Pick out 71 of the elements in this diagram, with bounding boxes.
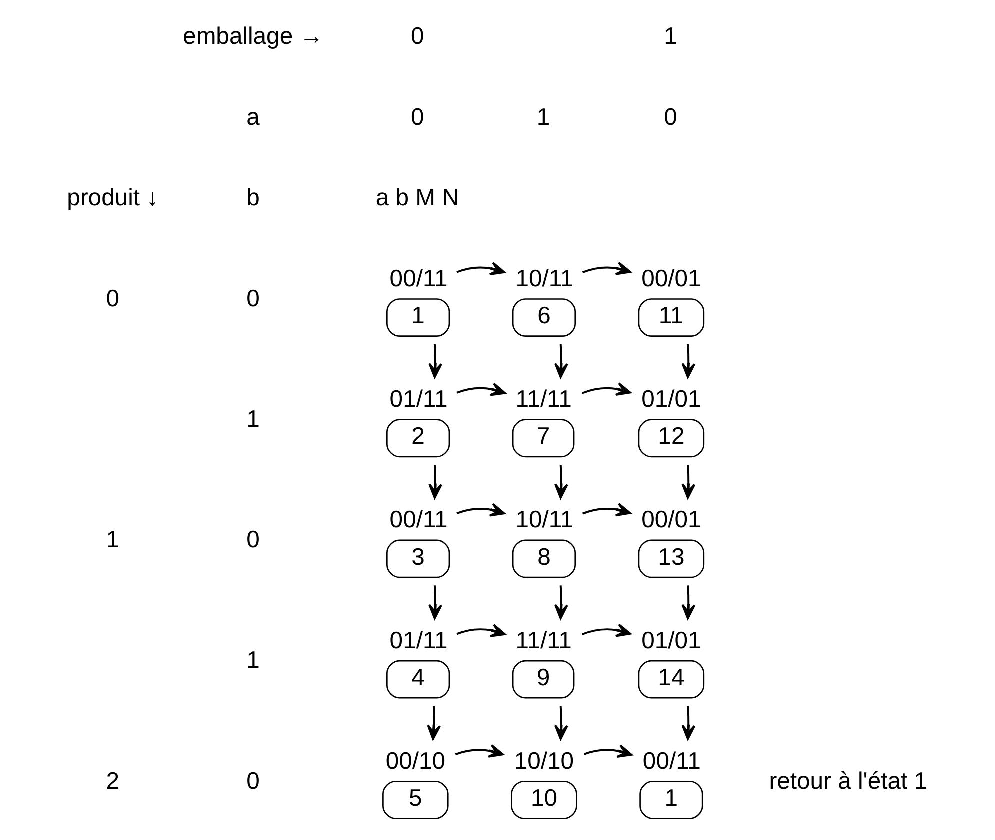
node-label: 10/11: [516, 265, 574, 292]
node-label: 00/11: [390, 265, 448, 292]
arrow: [427, 706, 442, 740]
arrow: [584, 744, 633, 758]
node-label: 00/10: [386, 747, 446, 774]
label: 0: [106, 284, 120, 312]
node-box: 5: [382, 780, 449, 819]
label: 0: [246, 767, 260, 794]
arrow: [456, 262, 506, 276]
label: produit ↓: [67, 184, 159, 212]
arrow: [456, 382, 506, 396]
label: a: [246, 103, 260, 130]
node-label: 11/11: [516, 386, 572, 413]
label: b: [246, 184, 260, 212]
label: 0: [246, 526, 260, 554]
arrow: [428, 585, 442, 620]
arrow: [554, 464, 568, 498]
arrow: [682, 344, 696, 378]
node-box: 7: [512, 418, 575, 458]
node-label: 01/01: [642, 386, 702, 413]
arrow: [582, 261, 632, 275]
arrow: [582, 623, 632, 637]
arrow: [682, 585, 696, 620]
arrow: [582, 502, 632, 516]
arrow: [682, 706, 696, 740]
label: 0: [246, 284, 260, 312]
node-label: 00/11: [642, 747, 701, 774]
node-box: 1: [386, 298, 450, 336]
node-box: 13: [638, 539, 705, 578]
node-label: 10/11: [516, 506, 574, 534]
arrow: [554, 585, 568, 620]
label: emballage →: [183, 22, 324, 50]
node-box: 2: [386, 418, 450, 458]
label: a b M N: [376, 184, 460, 212]
node-label: 00/01: [642, 265, 702, 292]
node-label: retour à l'état 1: [769, 767, 928, 794]
label: 1: [246, 646, 260, 674]
node-label: 01/01: [642, 626, 702, 654]
node-box: 9: [512, 660, 575, 698]
arrow: [456, 624, 506, 637]
arrow: [682, 464, 696, 498]
node-box: 4: [386, 660, 450, 698]
label: 2: [106, 767, 120, 794]
node-label: 01/11: [390, 386, 448, 413]
arrow: [428, 464, 442, 498]
label: 0: [411, 22, 424, 50]
node-label: 00/01: [642, 506, 702, 534]
node-box: 6: [512, 298, 576, 336]
node-box: 12: [638, 418, 705, 458]
node-box: 8: [512, 539, 576, 578]
label: 0: [664, 103, 678, 130]
arrow: [428, 344, 442, 378]
arrow: [582, 382, 632, 396]
label: 0: [411, 103, 424, 130]
node-label: 11/11: [516, 626, 572, 654]
node-label: 00/11: [390, 506, 448, 534]
node-box: 14: [638, 660, 705, 698]
node-box: 3: [386, 539, 450, 578]
arrow: [554, 706, 568, 740]
label: 1: [246, 405, 260, 432]
node-box: 10: [511, 780, 578, 819]
node-box: 1: [640, 780, 704, 819]
arrow: [455, 744, 504, 758]
node-label: 01/11: [390, 626, 448, 654]
arrow: [456, 502, 506, 516]
label: 1: [664, 22, 678, 50]
node-label: 10/10: [514, 747, 574, 774]
label: 1: [536, 103, 550, 130]
label: 1: [106, 526, 120, 554]
arrow: [554, 344, 568, 378]
node-box: 11: [638, 298, 705, 336]
